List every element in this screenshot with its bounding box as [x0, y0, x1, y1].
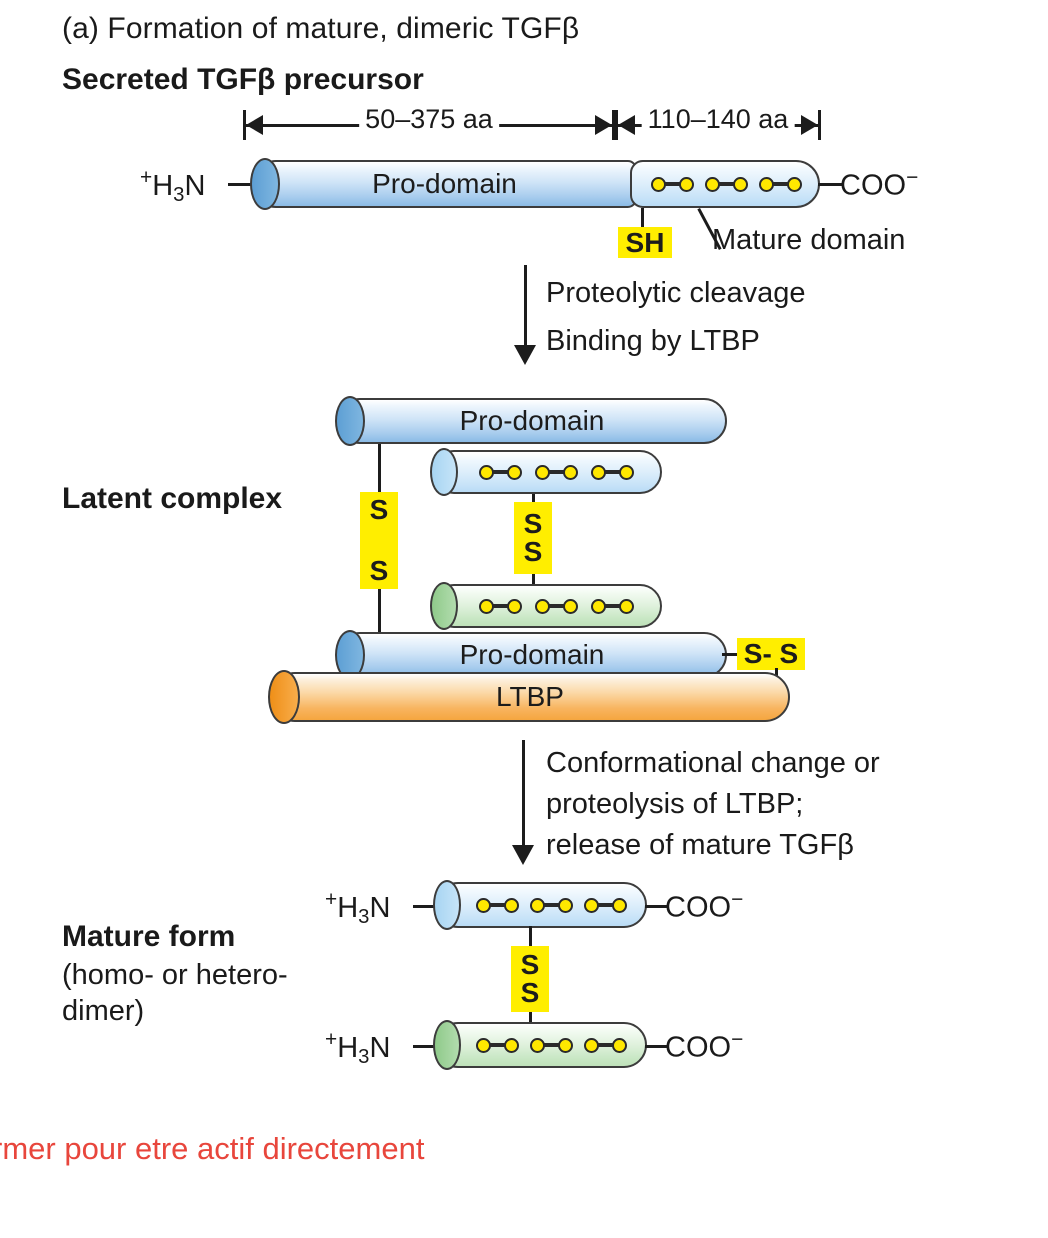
sh-leader-line — [641, 208, 644, 230]
dumbbell — [476, 450, 524, 494]
c-terminus-charge: − — [731, 1028, 744, 1051]
mature-bottom-cylinder — [433, 1020, 647, 1070]
precursor-prodomain-cylinder: Pro-domain — [250, 158, 637, 210]
mature-bottom-c-terminus: COO− — [665, 1028, 743, 1065]
dimension-mature-label: 110–140 aa — [641, 104, 795, 135]
dumbbell — [527, 882, 575, 928]
n-terminus-label: H3N — [337, 1031, 391, 1068]
precursor-n-terminus: +H3N — [140, 166, 206, 206]
step1-text-line2: Binding by LTBP — [546, 325, 760, 357]
dumbbell — [476, 584, 524, 628]
mature-bottom-n-terminus: +H3N — [325, 1028, 391, 1068]
step2-text-line3: release of mature TGFβ — [546, 829, 854, 861]
step1-arrow — [510, 265, 540, 365]
ltbp-disulfide-bond — [722, 653, 740, 656]
dumbbell — [581, 882, 629, 928]
dumbbell — [588, 584, 636, 628]
dumbbell — [648, 160, 696, 208]
mature-bottom-n-bond — [413, 1045, 437, 1048]
dumbbell — [527, 1022, 575, 1068]
mature-form-sub-line1: (homo- or hetero- — [62, 959, 288, 991]
c-terminus-bond — [818, 183, 842, 186]
disulfide-s-top: S — [520, 949, 540, 980]
precursor-heading: Secreted TGFβ precursor — [62, 63, 424, 96]
dimension-prodomain-label: 50–375 aa — [359, 104, 499, 135]
red-annotation: rmer pour etre actif directement — [0, 1131, 425, 1166]
precursor-mature-cylinder — [630, 160, 820, 208]
n-terminus-label: H3N — [337, 891, 391, 928]
latent-left-disulfide-label: S S — [360, 492, 398, 589]
mature-top-cylinder — [433, 880, 647, 930]
disulfide-s-bottom: S — [520, 977, 540, 1008]
latent-top-prodomain-cylinder: Pro-domain — [335, 396, 727, 446]
mature-form-sub-line2: dimer) — [62, 995, 145, 1027]
mature-top-c-bond — [645, 905, 667, 908]
precursor-c-terminus: COO− — [840, 166, 918, 203]
step2-text-line1: Conformational change or — [546, 747, 880, 779]
mature-top-n-bond — [413, 905, 437, 908]
dumbbell — [532, 450, 580, 494]
disulfide-s-top: S — [369, 494, 389, 525]
dumbbell — [473, 1022, 521, 1068]
ltbp-cylinder: LTBP — [268, 670, 790, 724]
step2-text-line2: proteolysis of LTBP; — [546, 788, 804, 820]
c-terminus-charge: − — [906, 166, 919, 189]
mature-form-label: Mature form — [62, 920, 236, 953]
panel-title: (a) Formation of mature, dimeric TGFβ — [62, 12, 580, 45]
latent-middle-disulfide-label: S S — [514, 502, 552, 574]
dimension-prodomain: 50–375 aa — [243, 104, 615, 140]
step2-arrow — [508, 740, 538, 865]
dumbbell — [532, 584, 580, 628]
latent-complex-label: Latent complex — [62, 482, 283, 515]
latent-top-mature-cylinder — [430, 448, 662, 496]
latent-bottom-mature-cylinder — [430, 582, 662, 630]
ltbp-disulfide-label: S- S — [737, 638, 805, 670]
mature-disulfide-label: S S — [511, 946, 549, 1012]
n-terminus-bond — [228, 183, 254, 186]
c-terminus-charge: − — [731, 888, 744, 911]
c-terminus-label: COO — [665, 891, 732, 924]
dimension-mature: 110–140 aa — [615, 104, 821, 140]
disulfide-s-bottom: S — [369, 555, 389, 586]
c-terminus-label: COO — [840, 169, 907, 202]
mature-bottom-c-bond — [645, 1045, 667, 1048]
n-terminus-charge: + — [325, 888, 338, 911]
dumbbell — [702, 160, 750, 208]
dumbbell — [581, 1022, 629, 1068]
dumbbell — [473, 882, 521, 928]
n-terminus-label: H3N — [152, 169, 206, 206]
dumbbell — [756, 160, 804, 208]
n-terminus-charge: + — [140, 166, 153, 189]
mature-domain-callout: Mature domain — [712, 224, 906, 256]
disulfide-s-top: S — [523, 508, 543, 539]
sh-label: SH — [618, 227, 672, 258]
n-terminus-charge: + — [325, 1028, 338, 1051]
mature-top-n-terminus: +H3N — [325, 888, 391, 928]
step1-text-line1: Proteolytic cleavage — [546, 277, 806, 309]
dumbbell — [588, 450, 636, 494]
c-terminus-label: COO — [665, 1031, 732, 1064]
disulfide-s-bottom: S — [523, 536, 543, 567]
mature-top-c-terminus: COO− — [665, 888, 743, 925]
